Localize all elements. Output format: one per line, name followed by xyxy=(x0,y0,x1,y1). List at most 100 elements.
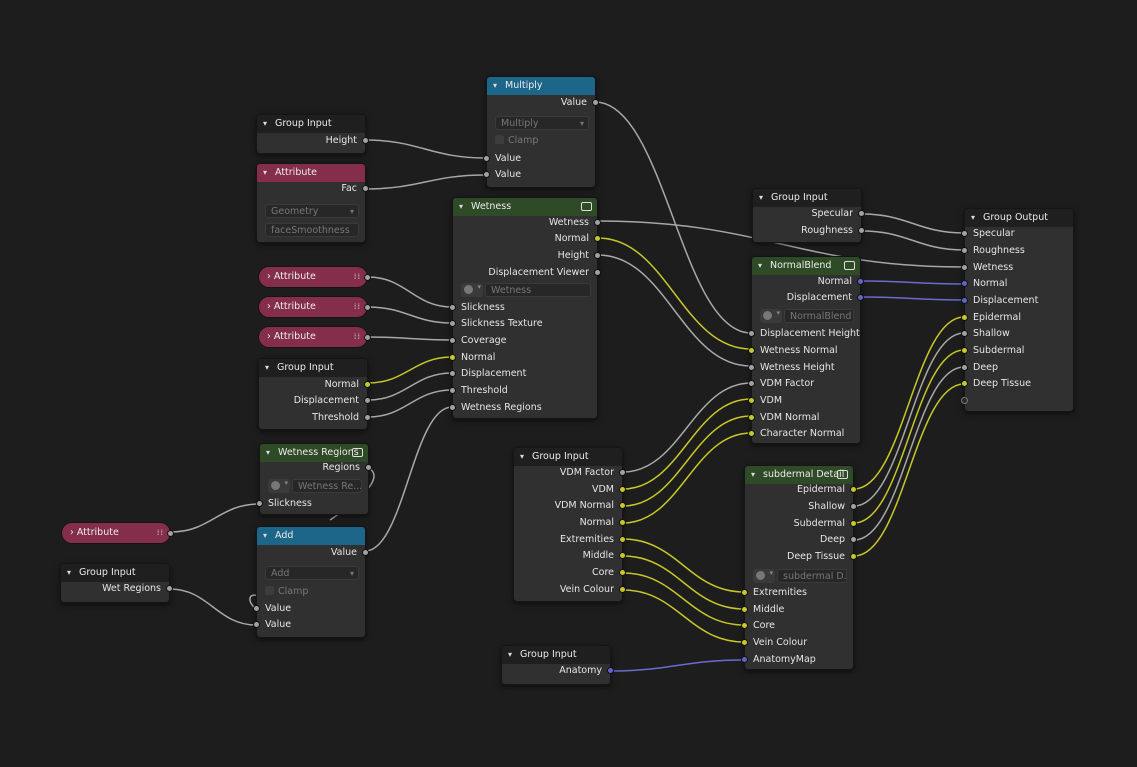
attribute-node-collapsed[interactable]: › Attribute⁞⁞ xyxy=(258,296,371,318)
wetness-group-node[interactable]: ▾Wetness Wetness Normal Height Displacem… xyxy=(449,197,601,419)
node-header[interactable]: ▾Group Input xyxy=(61,564,169,582)
input-socket[interactable] xyxy=(961,247,968,254)
multiply-node[interactable]: ▾Multiply Value Multiply▾ Clamp Value Va… xyxy=(483,76,599,188)
node-link[interactable] xyxy=(853,349,965,524)
node-link[interactable] xyxy=(861,230,965,251)
output-socket[interactable] xyxy=(364,304,371,311)
group-output-node[interactable]: ▾Group Output Specular Roughness Wetness… xyxy=(961,208,1074,412)
output-socket[interactable] xyxy=(858,227,865,234)
node-link[interactable] xyxy=(367,276,453,308)
output-socket[interactable] xyxy=(607,667,614,674)
node-link[interactable] xyxy=(853,316,965,490)
input-socket[interactable] xyxy=(748,347,755,354)
node-link[interactable] xyxy=(853,383,965,557)
node-header[interactable]: ▾Group Input xyxy=(257,115,365,133)
input-socket[interactable] xyxy=(748,397,755,404)
node-link[interactable] xyxy=(597,254,752,367)
input-socket[interactable] xyxy=(741,639,748,646)
input-socket[interactable] xyxy=(253,605,260,612)
output-socket[interactable] xyxy=(594,219,601,226)
group-input-node[interactable]: ▾Group Input Specular Roughness xyxy=(752,188,865,243)
output-socket[interactable] xyxy=(364,381,371,388)
input-socket[interactable] xyxy=(741,589,748,596)
node-link[interactable] xyxy=(622,555,745,610)
node-header[interactable]: ▾Group Output xyxy=(965,209,1073,227)
collapse-chevron-icon[interactable]: ▾ xyxy=(263,119,268,128)
collapse-chevron-icon[interactable]: ▾ xyxy=(67,568,72,577)
output-socket[interactable] xyxy=(364,414,371,421)
node-tree-browse[interactable]: ▾ xyxy=(760,309,782,323)
input-socket[interactable] xyxy=(741,622,748,629)
output-socket[interactable] xyxy=(619,569,626,576)
input-socket[interactable] xyxy=(748,364,755,371)
attribute-node[interactable]: ▾Attribute Fac Geometry▾ faceSmoothness xyxy=(256,163,369,243)
node-link[interactable] xyxy=(609,659,745,672)
output-socket[interactable] xyxy=(364,397,371,404)
input-socket[interactable] xyxy=(449,354,456,361)
collapse-chevron-icon[interactable]: ▾ xyxy=(265,363,270,372)
node-link[interactable] xyxy=(364,174,486,190)
node-link[interactable] xyxy=(853,366,965,541)
node-link[interactable] xyxy=(853,332,965,507)
input-socket[interactable] xyxy=(449,320,456,327)
input-socket[interactable] xyxy=(449,404,456,411)
output-socket[interactable] xyxy=(850,553,857,560)
collapse-chevron-icon[interactable]: ▾ xyxy=(759,193,764,202)
node-header[interactable]: ▾Add xyxy=(257,527,365,545)
output-socket[interactable] xyxy=(850,486,857,493)
output-socket[interactable] xyxy=(619,486,626,493)
collapse-chevron-icon[interactable]: ▾ xyxy=(266,448,271,457)
node-header[interactable]: ▾Group Input xyxy=(514,448,622,466)
input-socket[interactable] xyxy=(748,414,755,421)
group-input-node[interactable]: ▾Group Input Anatomy xyxy=(501,645,614,685)
node-header[interactable]: ▾Multiply xyxy=(487,77,595,95)
output-socket[interactable] xyxy=(619,586,626,593)
input-socket[interactable] xyxy=(483,171,490,178)
input-socket[interactable] xyxy=(961,397,968,404)
node-header[interactable]: ▾Group Input xyxy=(502,646,610,664)
input-socket[interactable] xyxy=(961,364,968,371)
collapse-chevron-icon[interactable]: ▾ xyxy=(520,452,525,461)
node-link[interactable] xyxy=(622,572,745,626)
node-link[interactable] xyxy=(861,213,965,234)
output-socket[interactable] xyxy=(857,278,864,285)
input-socket[interactable] xyxy=(961,280,968,287)
output-socket[interactable] xyxy=(619,552,626,559)
output-socket[interactable] xyxy=(167,530,174,537)
output-socket[interactable] xyxy=(619,469,626,476)
output-socket[interactable] xyxy=(166,585,173,592)
wetness-regions-group-node[interactable]: ▾Wetness Regions Regions ▾ Wetness Re...… xyxy=(256,443,372,515)
collapse-chevron-icon[interactable]: ▾ xyxy=(459,202,464,211)
input-socket[interactable] xyxy=(449,370,456,377)
input-socket[interactable] xyxy=(256,500,263,507)
input-socket[interactable] xyxy=(961,314,968,321)
attribute-node-collapsed[interactable]: › Attribute⁞⁞ xyxy=(61,522,174,544)
clamp-checkbox[interactable]: Clamp xyxy=(265,586,308,597)
output-socket[interactable] xyxy=(362,549,369,556)
node-link[interactable] xyxy=(859,296,965,301)
node-link[interactable] xyxy=(367,356,453,384)
expand-chevron-icon[interactable]: › xyxy=(267,301,271,312)
attribute-name-field[interactable]: faceSmoothness xyxy=(265,223,359,237)
node-group-icon[interactable] xyxy=(581,202,592,211)
output-socket[interactable] xyxy=(619,519,626,526)
node-link[interactable] xyxy=(622,415,752,507)
node-group-icon[interactable] xyxy=(352,448,363,457)
node-header[interactable]: ▾NormalBlend xyxy=(752,257,860,275)
collapse-chevron-icon[interactable]: ▾ xyxy=(493,81,498,90)
node-link[interactable] xyxy=(367,372,453,401)
attribute-node-collapsed[interactable]: › Attribute⁞⁞ xyxy=(258,266,371,288)
collapse-chevron-icon[interactable]: ▾ xyxy=(751,470,756,479)
group-input-node[interactable]: ▾Group Input Normal Displacement Thresho… xyxy=(258,358,371,430)
input-socket[interactable] xyxy=(449,387,456,394)
input-socket[interactable] xyxy=(741,606,748,613)
node-link[interactable] xyxy=(367,389,453,418)
node-link[interactable] xyxy=(622,432,752,524)
node-tree-browse[interactable]: ▾ xyxy=(753,569,775,583)
output-socket[interactable] xyxy=(364,334,371,341)
node-link[interactable] xyxy=(367,306,453,324)
input-socket[interactable] xyxy=(961,347,968,354)
expand-chevron-icon[interactable]: › xyxy=(70,527,74,538)
expand-chevron-icon[interactable]: › xyxy=(267,271,271,282)
group-input-node[interactable]: ▾Group Input Wet Regions xyxy=(60,563,173,603)
